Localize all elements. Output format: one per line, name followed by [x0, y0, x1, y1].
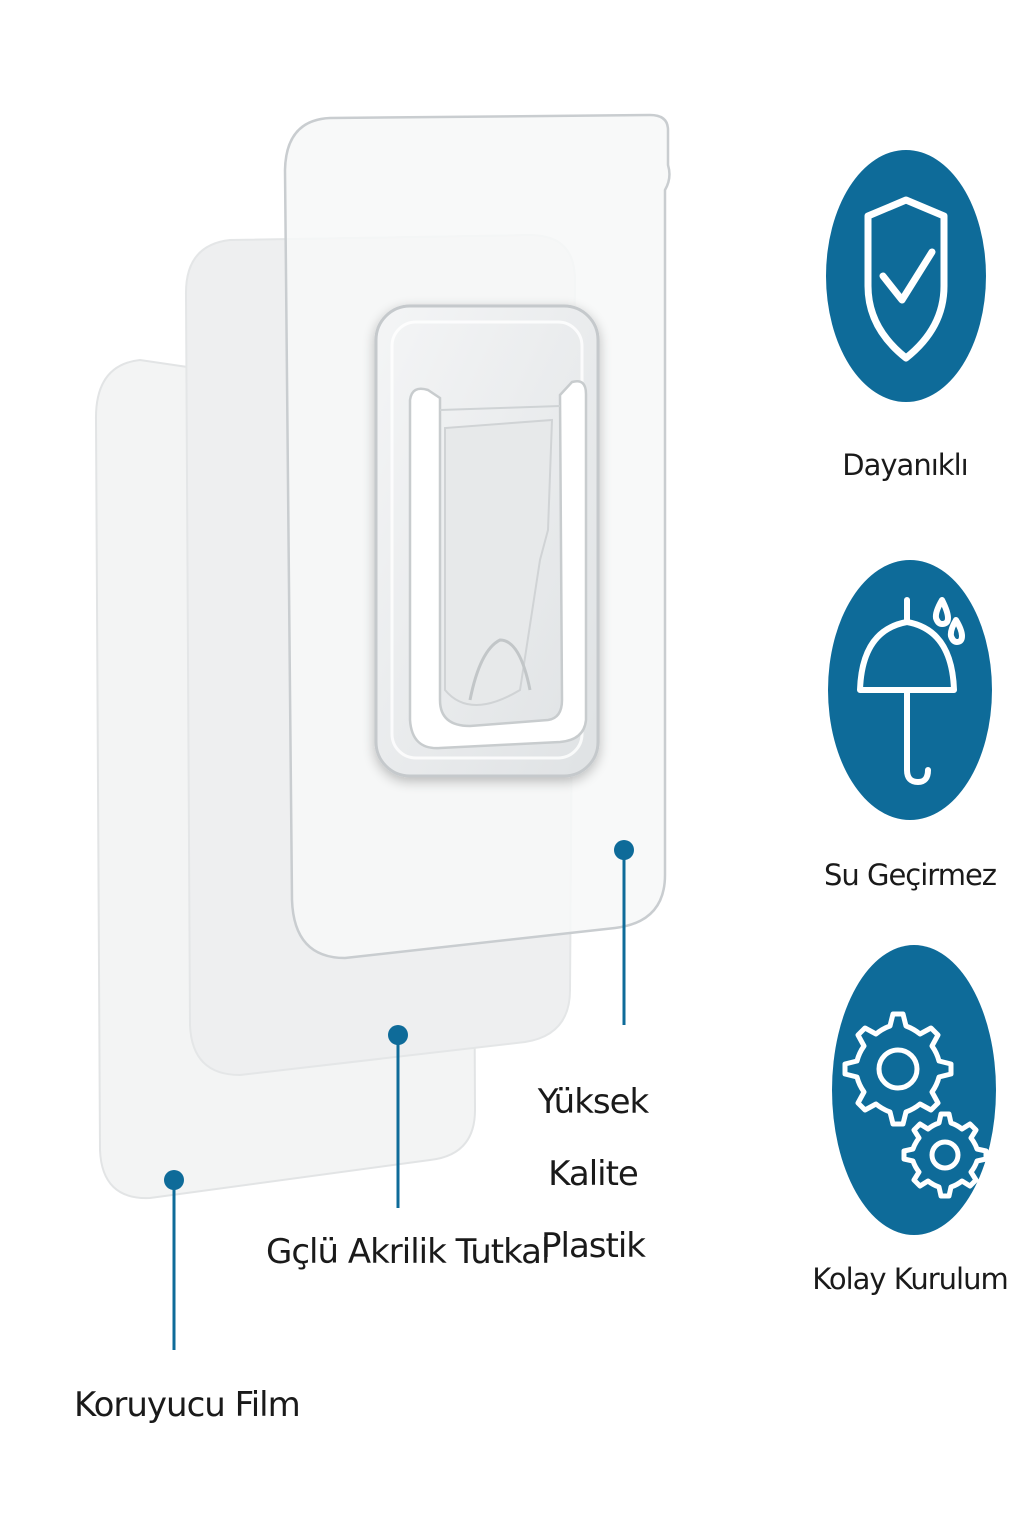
plastic-label-line1: Yüksek Kalite	[537, 1082, 649, 1194]
gears-icon	[842, 1011, 989, 1199]
feature-badge-easy-install	[832, 945, 996, 1235]
protective-film-label: Koruyucu Film	[74, 1385, 301, 1425]
adhesive-label: Gçlü Akrilik Tutkal	[266, 1232, 550, 1272]
hook	[374, 304, 600, 778]
callout-film	[164, 1170, 184, 1350]
callout-adhesive	[388, 1025, 408, 1208]
shield-check-icon	[864, 196, 948, 362]
plastic-label-line2: Plastik	[541, 1226, 646, 1266]
feature-label-waterproof: Su Geçirmez	[823, 858, 997, 892]
feature-label-easy-install: Kolay Kurulum	[812, 1262, 1008, 1296]
callout-plastic	[614, 840, 634, 1025]
plastic-label: Yüksek Kalite Plastik	[500, 1066, 686, 1282]
feature-badge-durable	[826, 150, 986, 402]
feature-badge-waterproof	[828, 560, 992, 820]
feature-label-durable: Dayanıklı	[842, 448, 968, 482]
umbrella-rain-icon	[857, 597, 965, 785]
